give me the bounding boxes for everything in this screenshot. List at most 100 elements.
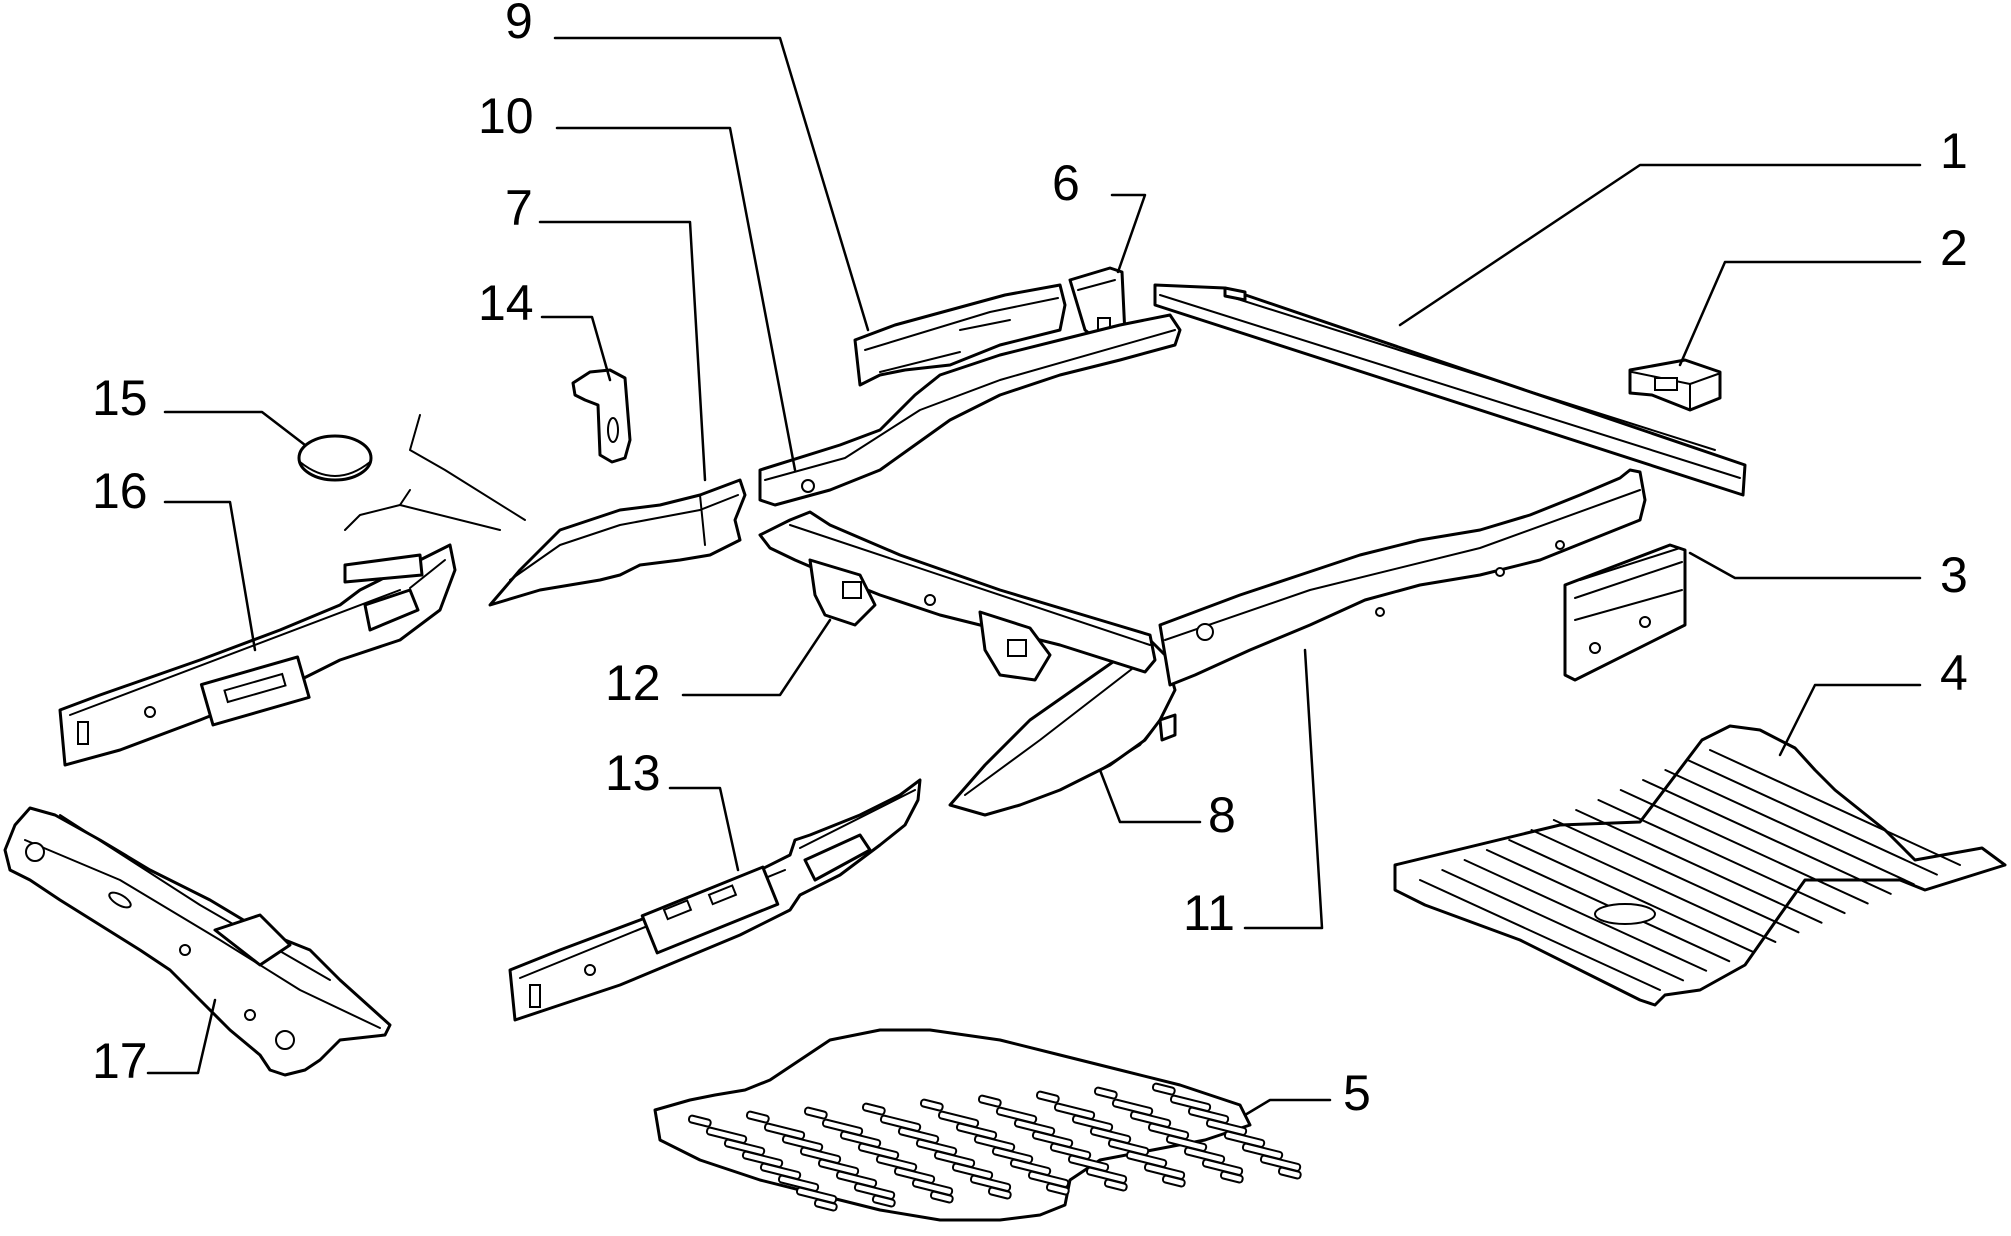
floor-slot [1013, 1118, 1056, 1136]
part-5-ribbed-floor-panel [653, 1028, 1302, 1222]
floor-slot [919, 1098, 944, 1112]
floor-slot [1259, 1154, 1302, 1172]
floor-slot [1045, 1182, 1070, 1196]
part-9-bracket-rail [853, 283, 1067, 387]
floor-rib [1441, 869, 1685, 982]
part-11-side-rail [1158, 468, 1647, 687]
callout-16: 16 [92, 463, 148, 519]
leader-13 [668, 786, 740, 872]
leader-6 [1110, 193, 1147, 274]
floor-slot [1009, 1158, 1052, 1176]
callout-4: 4 [1940, 645, 1968, 701]
floor-slot [1219, 1170, 1244, 1184]
floor-slot [1093, 1086, 1118, 1100]
leader-10 [555, 126, 797, 472]
floor-slot [857, 1142, 900, 1160]
part-12-cross-member [758, 510, 1157, 682]
callout-9: 9 [505, 0, 533, 49]
floor-rib [1686, 759, 1938, 876]
callout-11: 11 [1183, 885, 1235, 941]
floor-slot [1111, 1098, 1154, 1116]
floor-rib [1508, 839, 1754, 953]
part-15-plug [297, 434, 373, 482]
callout-3: 3 [1940, 547, 1968, 603]
indicator-lines [344, 414, 526, 531]
floor-rib [1575, 809, 1823, 924]
floor-slot [875, 1154, 918, 1172]
floor-rib [1709, 749, 1961, 866]
floor-slot [759, 1162, 802, 1180]
floor-slot [915, 1138, 958, 1156]
floor-slot [723, 1138, 766, 1156]
floor-rib [1642, 779, 1892, 895]
floor-slot [687, 1114, 712, 1128]
floor-slot [817, 1158, 860, 1176]
floor-slot [1049, 1142, 1092, 1160]
part-4-ribs [1419, 749, 1961, 991]
callout-1: 1 [1940, 123, 1968, 179]
callout-12: 12 [605, 655, 661, 711]
floor-slot [955, 1122, 998, 1140]
floor-slot [821, 1118, 864, 1136]
callout-10: 10 [478, 88, 534, 144]
floor-slot [1187, 1106, 1230, 1124]
leader-17 [146, 998, 217, 1075]
floor-slot [741, 1150, 784, 1168]
leader-15 [163, 410, 307, 447]
part-8-member-end [948, 638, 1177, 817]
part-1-rear-cross-rail [1153, 283, 1747, 497]
floor-slot [1241, 1142, 1284, 1160]
callout-2: 2 [1940, 220, 1968, 276]
floor-slot [1031, 1130, 1074, 1148]
floor-slot [929, 1190, 954, 1204]
floor-slot [803, 1106, 828, 1120]
floor-slot [1223, 1130, 1266, 1148]
floor-slot [1277, 1166, 1302, 1180]
callout-7: 7 [505, 180, 533, 236]
leader-16 [163, 500, 257, 652]
floor-slot [777, 1174, 820, 1192]
leader-14 [540, 315, 612, 382]
floor-slot [1143, 1162, 1186, 1180]
floor-slot [987, 1186, 1012, 1200]
floor-slot [1103, 1178, 1128, 1192]
callout-6: 6 [1052, 155, 1080, 211]
part-13-side-sill [508, 778, 922, 1022]
part-2-bracket [1628, 358, 1722, 412]
floor-slot [1053, 1102, 1096, 1120]
floor-slot [1147, 1122, 1190, 1140]
part-10-side-rail [758, 313, 1182, 507]
floor-slot [995, 1106, 1038, 1124]
floor-rib [1597, 799, 1846, 915]
floor-slot [897, 1126, 940, 1144]
floor-slot [911, 1178, 954, 1196]
leader-lines [146, 36, 1922, 1117]
leader-7 [538, 220, 707, 482]
leader-12 [681, 618, 832, 697]
floor-slot [835, 1170, 878, 1188]
part-17-front-rail [3, 806, 392, 1077]
leader-1 [1398, 163, 1922, 327]
floor-slot [839, 1130, 882, 1148]
floor-slot [745, 1110, 770, 1124]
part-6-tab-bracket [1068, 266, 1127, 344]
floor-slot [1107, 1138, 1150, 1156]
part-3-reinforcement-panel [1563, 543, 1687, 682]
floor-slot [1125, 1150, 1168, 1168]
floor-slot [1165, 1134, 1208, 1152]
part-4-ribbed-floor-panel [1393, 724, 2007, 1007]
floor-slot [973, 1134, 1016, 1152]
floor-slot [795, 1186, 838, 1204]
callout-15: 15 [92, 370, 148, 426]
floor-slot [871, 1194, 896, 1208]
floor-slot [937, 1110, 980, 1128]
part-5-slots [687, 1082, 1302, 1212]
floor-slot [879, 1114, 922, 1132]
floor-rib [1419, 879, 1661, 991]
floor-slot [1071, 1114, 1114, 1132]
callout-13: 13 [605, 745, 661, 801]
floor-slot [813, 1198, 838, 1212]
floor-rib [1463, 859, 1708, 972]
floor-slot [853, 1182, 896, 1200]
floor-slot [1129, 1110, 1172, 1128]
